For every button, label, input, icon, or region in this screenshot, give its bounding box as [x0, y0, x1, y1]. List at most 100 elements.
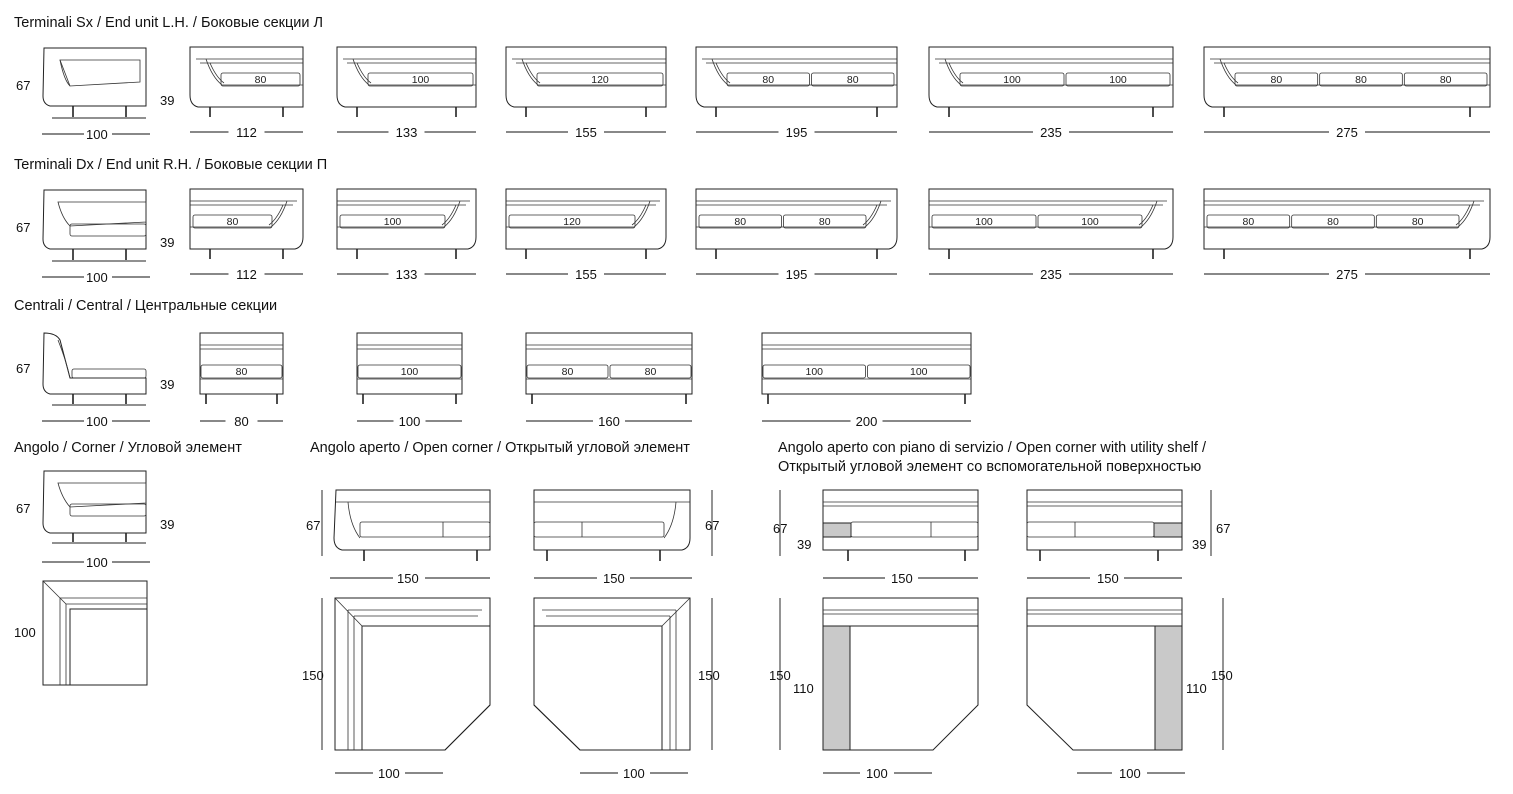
end-unit-lh-133: 100 133: [336, 46, 477, 140]
seat-cushion: [931, 214, 1037, 229]
seat-cushion: [357, 364, 462, 379]
plan-width-label: 100: [866, 766, 888, 781]
cushion-width-label: 120: [563, 216, 581, 228]
plan-width-label: 100: [623, 766, 645, 781]
seat-cushion: [1037, 214, 1143, 229]
open-corner-shelf-plan-left: 150 110 100: [769, 597, 979, 781]
seat-cushion: [698, 214, 782, 229]
seat-height-label-rh: 39: [160, 235, 174, 250]
seat-cushion: [609, 364, 692, 379]
title-open-corner-shelf-ru: Открытый угловой элемент со вспомогатель…: [778, 459, 1201, 475]
unit-width-label: 155: [575, 125, 597, 140]
plan-width-label: 100: [1119, 766, 1141, 781]
cushion-width-label: 100: [805, 366, 823, 378]
title-open-corner: Angolo aperto / Open corner / Открытый у…: [310, 440, 690, 456]
cushion-width-label: 80: [1270, 74, 1282, 86]
seat-cushion: [1206, 214, 1291, 229]
title-end-unit-lh: Terminali Sx / End unit L.H. / Боковые с…: [14, 15, 323, 31]
open-corner-right: 67 150: [533, 489, 719, 586]
seat-cushion: [367, 72, 474, 87]
end-unit-rh-275: 80 80 80 275: [1203, 188, 1491, 282]
seat-cushion: [811, 72, 895, 87]
cushion-width-label: 80: [734, 216, 746, 228]
seat-cushion: [200, 364, 283, 379]
cushion-width-label: 100: [975, 216, 993, 228]
seat-cushion: [783, 214, 867, 229]
depth-label: 100: [86, 127, 108, 142]
title-end-unit-rh: Terminali Dx / End unit R.H. / Боковые с…: [14, 157, 327, 173]
plan-depth-label: 150: [698, 668, 720, 683]
height-label: 67: [16, 220, 30, 235]
cushion-width-label: 100: [384, 216, 402, 228]
seat-cushion: [220, 72, 301, 87]
corner-depth-label: 100: [14, 625, 36, 640]
open-corner-shelf-right: 67 39 150: [1026, 489, 1230, 586]
seat-cushion: [536, 72, 664, 87]
cushion-width-label: 100: [1109, 74, 1127, 86]
open-corner-shelf-plan-right: 150 110 100: [1026, 597, 1233, 781]
unit-width-label: 133: [396, 125, 418, 140]
unit-width-label: 235: [1040, 125, 1062, 140]
seat-height-label-lh: 39: [160, 93, 174, 108]
width-label: 150: [603, 571, 625, 586]
end-unit-lh-235: 100 100 235: [928, 46, 1174, 140]
seat-height-label: 39: [797, 537, 811, 552]
title-central: Centrali / Central / Центральные секции: [14, 298, 277, 314]
plan-width-label: 100: [378, 766, 400, 781]
cushion-width-label: 100: [412, 74, 430, 86]
unit-width-label: 275: [1336, 267, 1358, 282]
seat-cushion: [508, 214, 636, 229]
title-corner: Angolo / Corner / Угловой элемент: [14, 440, 242, 456]
height-label: 67: [306, 518, 320, 533]
cushion-width-label: 80: [1327, 216, 1339, 228]
seat-cushion: [762, 364, 866, 379]
unit-width-label: 195: [786, 125, 808, 140]
cushion-width-label: 80: [645, 366, 657, 378]
seat-cushion: [1291, 214, 1375, 229]
shelf-inner-label: 110: [793, 681, 814, 696]
width-label: 150: [891, 571, 913, 586]
open-corner-plan-left: 150 100: [302, 597, 491, 781]
unit-width-label: 195: [786, 267, 808, 282]
seat-height-label-corner: 39: [160, 517, 174, 532]
cushion-width-label: 80: [1440, 74, 1452, 86]
cushion-width-label: 100: [910, 366, 928, 378]
cushion-width-label: 80: [1242, 216, 1254, 228]
seat-cushion: [192, 214, 273, 229]
seat-cushion: [1319, 72, 1403, 87]
plan-depth-label: 150: [1211, 668, 1233, 683]
cushion-width-label: 100: [401, 366, 419, 378]
seat-cushion: [1065, 72, 1171, 87]
seat-height-label-central: 39: [160, 377, 174, 392]
cushion-width-label: 80: [819, 216, 831, 228]
depth-label: 100: [86, 555, 108, 570]
corner-plan-view: 100: [14, 580, 148, 686]
seat-height-label: 39: [1192, 537, 1206, 552]
shelf-inner-label: 110: [1186, 681, 1207, 696]
seat-cushion: [526, 364, 609, 379]
height-label: 67: [16, 361, 30, 376]
cushion-width-label: 80: [1412, 216, 1424, 228]
unit-width-label: 200: [856, 414, 878, 429]
width-label: 150: [1097, 571, 1119, 586]
unit-width-label: 133: [396, 267, 418, 282]
side-profile-rh: 67 100: [16, 189, 150, 285]
cushion-width-label: 80: [562, 366, 574, 378]
open-corner-left: 67 150: [306, 489, 491, 586]
cushion-width-label: 80: [847, 74, 859, 86]
height-label: 67: [1216, 521, 1230, 536]
depth-label: 100: [86, 270, 108, 285]
seat-cushion: [867, 364, 971, 379]
end-unit-rh-133: 100 133: [336, 188, 477, 282]
cushion-width-label: 100: [1081, 216, 1099, 228]
open-corner-shelf-left: 67 39 150: [773, 489, 979, 586]
central-unit-200: 100 100 200: [761, 332, 972, 429]
cushion-width-label: 80: [1355, 74, 1367, 86]
cushion-width-label: 100: [1003, 74, 1021, 86]
